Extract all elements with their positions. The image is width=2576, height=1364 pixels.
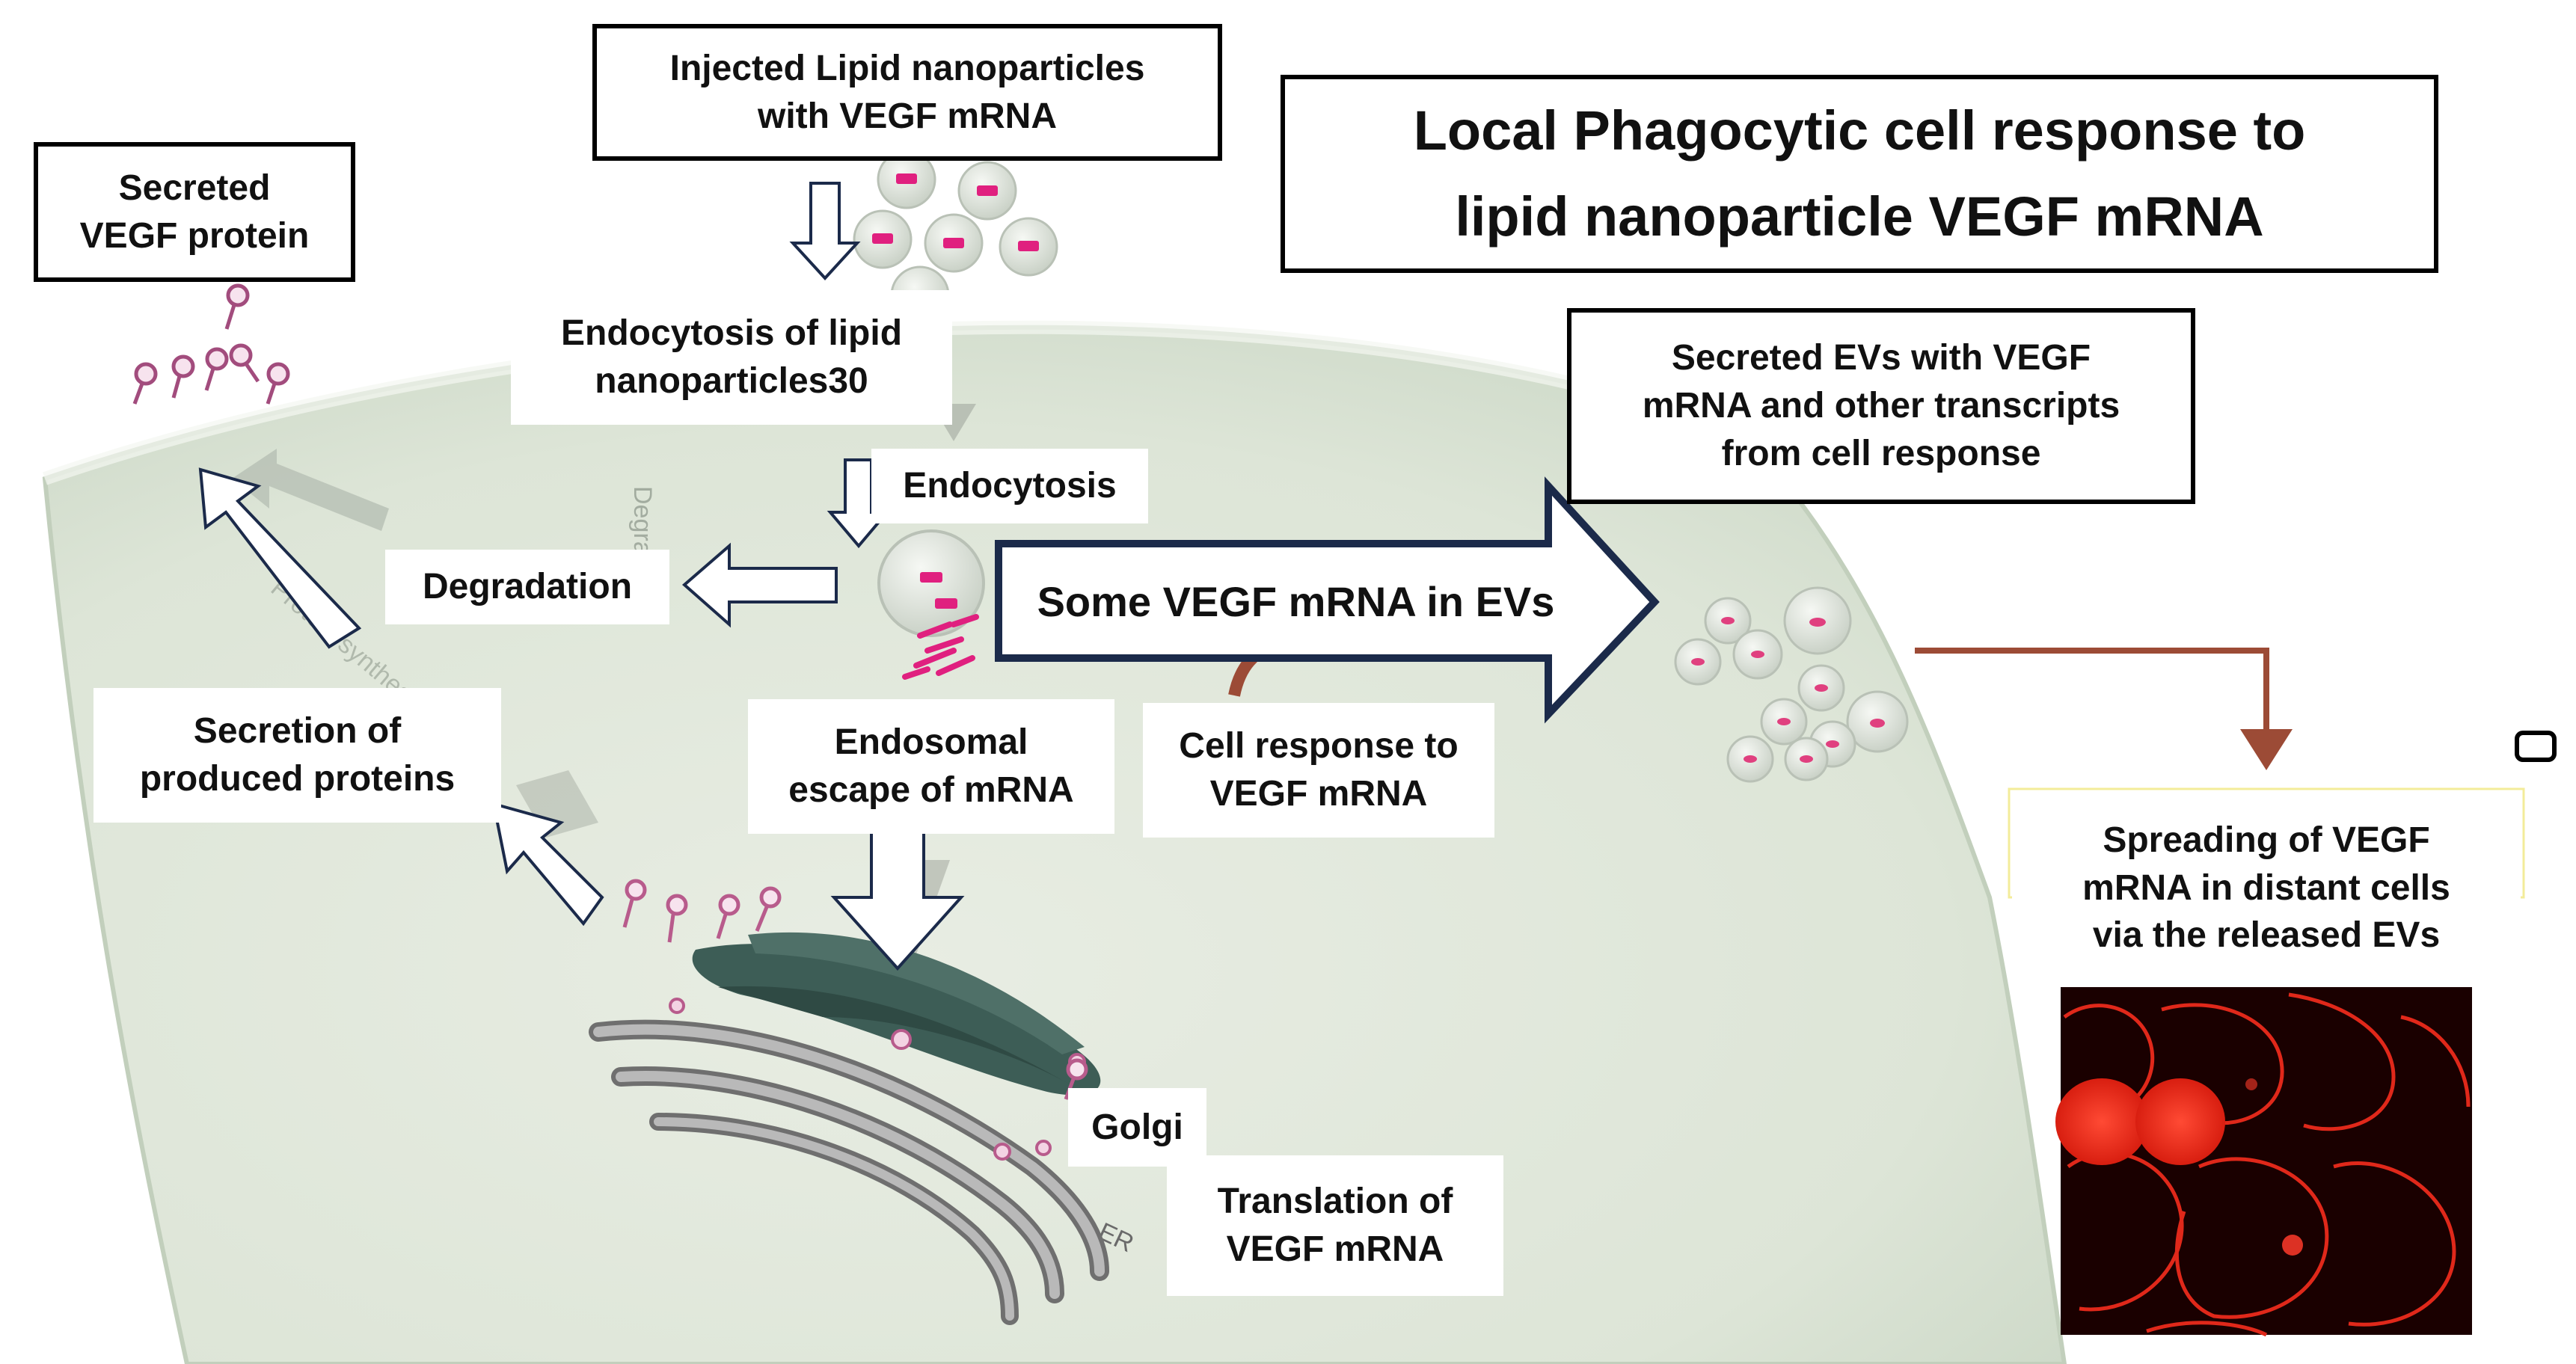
label-translation: Translation of VEGF mRNA [1167, 1155, 1503, 1296]
label-secreted-evs: Secreted EVs with VEGF mRNA and other tr… [1567, 308, 2195, 504]
endosome [877, 529, 985, 680]
small-marker [2515, 731, 2557, 762]
lipid-nanoparticles [853, 150, 1058, 325]
label-endocytosis-lipid: Endocytosis of lipid nanoparticles30 [511, 290, 952, 425]
arrow-secretion-upper [198, 467, 362, 649]
label-cell-response: Cell response to VEGF mRNA [1143, 703, 1494, 838]
faint-arrow-1 [232, 449, 389, 531]
golgi-apparatus [692, 932, 1101, 1096]
label-endocytosis: Endocytosis [871, 449, 1148, 523]
arrow-injected-down [789, 182, 861, 280]
label-golgi: Golgi [1068, 1088, 1206, 1167]
secreted-protein-glyphs [132, 283, 290, 405]
label-some-vegf-evs: Some VEGF mRNA in EVs [1037, 577, 1555, 625]
label-injected-lnp: Injected Lipid nanoparticles with VEGF m… [592, 24, 1222, 161]
golgi-vesicles [669, 998, 1086, 1161]
arrow-secretion-lower [491, 802, 604, 927]
diagram-title: Local Phagocytic cell response to lipid … [1281, 75, 2438, 273]
label-endosomal-escape: Endosomal escape of mRNA [748, 699, 1114, 834]
label-secreted-vegf-protein: Secreted VEGF protein [34, 142, 355, 282]
endoplasmic-reticulum [589, 1019, 1109, 1325]
arrow-degradation [681, 542, 838, 628]
label-degradation: Degradation [385, 550, 669, 624]
label-spreading: Spreading of VEGF mRNA in distant cells … [2012, 800, 2521, 976]
ev-spread-arrow [1915, 648, 2293, 770]
label-secretion-produced: Secretion of produced proteins [93, 688, 501, 823]
extracellular-vesicles [1674, 586, 1909, 783]
micrograph-image [2055, 987, 2472, 1337]
arrow-some-vegf-evs [995, 476, 1660, 724]
